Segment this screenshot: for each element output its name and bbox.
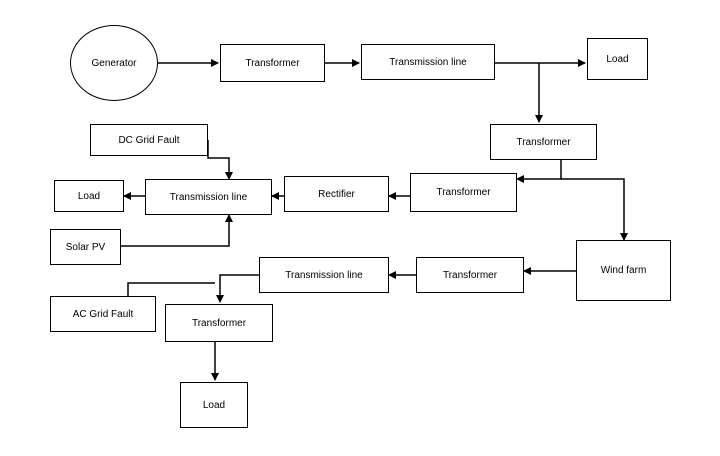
wind-farm-node: Wind farm bbox=[576, 240, 671, 301]
rectifier-node: Rectifier bbox=[284, 176, 389, 212]
connector-transmission-line-3-to-transformer-5 bbox=[216, 274, 259, 303]
transmission-line-1-node: Transmission line bbox=[361, 44, 495, 80]
connector-transformer-2-to-transformer-3 bbox=[516, 160, 562, 183]
generator-node: Generator bbox=[70, 25, 158, 101]
transformer-3-node: Transformer bbox=[410, 173, 517, 212]
load-3-node: Load bbox=[180, 382, 248, 428]
transmission-line-3-node: Transmission line bbox=[259, 257, 389, 293]
solar-pv-node: Solar PV bbox=[50, 229, 121, 265]
transformer-2-node: Transformer bbox=[490, 124, 597, 160]
dc-grid-fault-node: DC Grid Fault bbox=[90, 124, 208, 156]
transformer-5-node: Transformer bbox=[165, 304, 273, 342]
load-2-node: Load bbox=[54, 180, 124, 212]
transformer-1-node: Transformer bbox=[220, 44, 325, 82]
connector-solar-pv-to-transmission-line-2 bbox=[121, 214, 233, 247]
transformer-4-node: Transformer bbox=[416, 257, 524, 293]
connector-ac-fault-to-transformer-5 bbox=[127, 282, 215, 296]
connector-transformer-2-to-wind-farm bbox=[561, 178, 628, 241]
transmission-line-2-node: Transmission line bbox=[145, 179, 272, 215]
ac-grid-fault-node: AC Grid Fault bbox=[50, 296, 156, 332]
load-1-node: Load bbox=[587, 38, 648, 80]
connector-dc-fault-to-transmission-line-2 bbox=[207, 140, 233, 180]
